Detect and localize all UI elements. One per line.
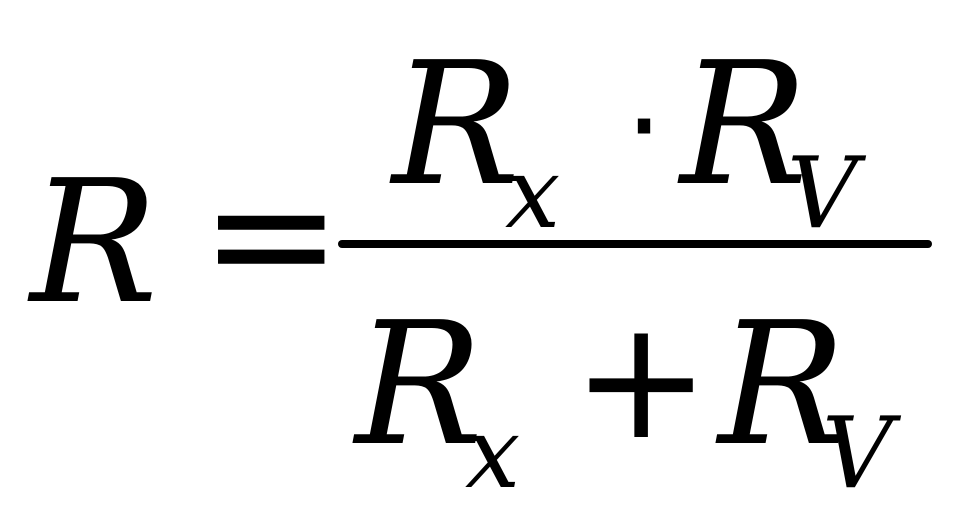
numerator-term1-base: R [392, 26, 520, 224]
numerator-term1-subscript: x [505, 137, 561, 251]
lhs-symbol: R [30, 144, 158, 342]
denominator-operator: + [572, 284, 711, 476]
numerator-term2-base: R [680, 26, 808, 224]
denominator-term1-subscript: x [465, 397, 521, 511]
equals-sign: = [200, 136, 343, 334]
numerator-operator: · [625, 58, 664, 197]
fraction-bar [338, 240, 932, 248]
numerator-term2-subscript: V [787, 137, 858, 251]
denominator-term1-base: R [355, 286, 483, 484]
denominator-term2-subscript: V [822, 397, 893, 511]
denominator-term2-base: R [718, 286, 846, 484]
